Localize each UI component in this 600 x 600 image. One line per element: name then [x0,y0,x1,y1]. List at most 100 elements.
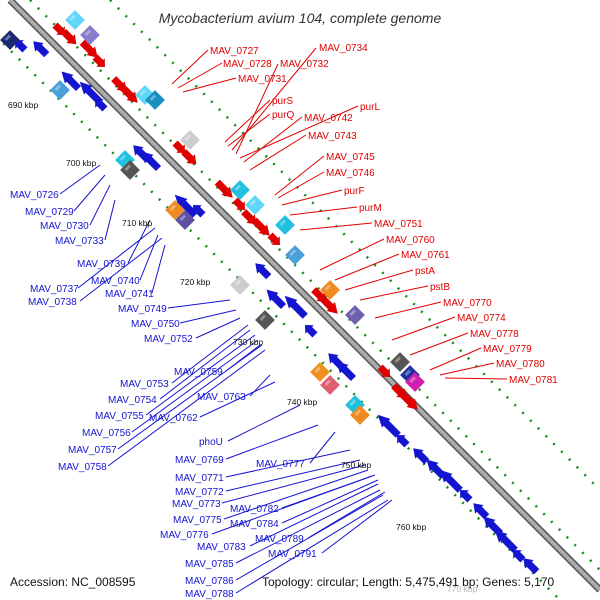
reverse-gene-arrow [439,469,463,493]
reverse-gene-arrow [413,448,430,465]
forward-connector-line [391,316,456,341]
rna-feature [115,150,135,170]
rna-feature-highlight [234,279,241,286]
gene-label-fwd: purQ [272,110,294,121]
rna-feature-highlight [354,409,361,416]
reverse-gene-arrow [284,295,308,319]
rna-feature-highlight [139,89,146,96]
gene-label-rev: MAV_0789 [255,534,304,545]
reverse-gene-arrow [473,503,490,520]
reverse-gene-arrow [79,81,103,105]
kbp-tick-740: 740 kbp [287,397,318,407]
gene-label-rev: MAV_0769 [175,455,224,466]
rna-feature-highlight [249,199,256,206]
reverse-connector-line [225,459,361,492]
forward-connector-line [319,238,385,271]
reverse-gene-arrow [174,194,198,218]
reverse-gene-arrow [141,151,162,172]
rna-feature-highlight [324,379,331,386]
gene-label-rev: MAV_0782 [230,504,279,515]
gene-label-fwd: pstB [430,282,450,293]
rna-feature [135,85,155,105]
kbp-tick-750: 750 kbp [341,460,372,470]
gene-label-rev: MAV_0726 [10,190,59,201]
reverse-connector-line [127,219,151,264]
rna-feature [345,305,365,325]
forward-gene-arrow [251,217,270,236]
rna-feature [145,90,165,110]
reverse-gene-arrow [426,459,447,480]
gene-label-rev: MAV_0756 [82,428,131,439]
gene-label-rev: MAV_0741 [105,289,154,300]
gene-label-fwd: MAV_0770 [443,298,492,309]
rna-feature [180,130,200,150]
reverse-connector-line [151,244,166,294]
forward-connector-line [235,63,279,155]
rna-feature-highlight [69,14,76,21]
reverse-connector-line [321,499,393,554]
forward-connector-line [277,171,325,199]
forward-connector-line [429,347,482,371]
reverse-connector-line [145,334,256,416]
reverse-connector-line [307,491,386,539]
reverse-connector-line [73,174,106,212]
reverse-connector-line [221,464,366,504]
reverse-connector-line [235,489,381,564]
reverse-connector-line [89,184,111,226]
forward-connector-line [224,99,271,143]
reverse-connector-line [59,164,101,195]
gene-label-fwd: MAV_0732 [280,59,329,70]
reverse-gene-arrow [193,205,206,218]
gene-label-fwd: MAV_0779 [483,344,532,355]
forward-connector-line [274,155,325,196]
gene-label-fwd: MAV_0760 [386,235,435,246]
rna-feature-highlight [289,249,296,256]
genome-title: Mycobacterium avium 104, complete genome [158,10,442,26]
forward-connector-line [281,189,343,206]
rna-feature [65,10,85,30]
gene-label-rev: MAV_0776 [160,530,209,541]
rna-feature [120,160,140,180]
kbp-tick-730: 730 kbp [233,337,264,347]
kbp-tick-710: 710 kbp [122,218,153,228]
forward-gene-arrow [399,391,418,410]
rna-feature-highlight [179,214,186,221]
reverse-connector-line [235,494,384,581]
gene-label-rev: MAV_0784 [230,519,279,530]
forward-gene-arrow [319,295,338,314]
gene-label-fwd: MAV_0731 [238,74,287,85]
forward-connector-line [344,269,414,291]
reverse-connector-line [281,479,379,524]
forward-gene-arrow [61,29,77,45]
kbp-tick-760: 760 kbp [396,522,427,532]
gene-label-rev: MAV_0788 [185,589,234,600]
reverse-gene-arrow [523,558,540,575]
reverse-gene-arrow [266,289,287,310]
reverse-gene-arrow [513,550,526,563]
rna-feature-highlight [394,356,401,363]
gene-label-rev: MAV_0786 [185,576,234,587]
reverse-connector-line [131,339,259,433]
gene-label-fwd: purF [344,186,365,197]
rna-feature [230,180,250,200]
reverse-gene-arrow [15,40,28,53]
reverse-connector-line [79,237,163,302]
gene-label-fwd: MAV_0727 [210,46,259,57]
rna-feature [310,362,330,382]
reverse-connector-line [223,469,369,520]
gene-label-rev: MAV_0763 [197,392,246,403]
gene-label-rev: MAV_0737 [30,284,79,295]
reverse-connector-line [227,404,301,442]
kbp-tick-770: 770 kbp [447,584,478,594]
forward-gene-arrow [181,149,197,165]
gene-label-rev: MAV_0753 [120,379,169,390]
reverse-gene-arrow [33,41,50,58]
rna-feature-highlight [234,184,241,191]
gene-label-rev: MAV_0740 [91,276,140,287]
rna-feature [285,245,305,265]
gene-label-rev: MAV_0755 [95,411,144,422]
gene-label-rev: MAV_0772 [175,487,224,498]
forward-gene-arrow [52,22,65,35]
gene-label-fwd: MAV_0734 [319,43,368,54]
gene-label-fwd: MAV_0745 [326,152,375,163]
